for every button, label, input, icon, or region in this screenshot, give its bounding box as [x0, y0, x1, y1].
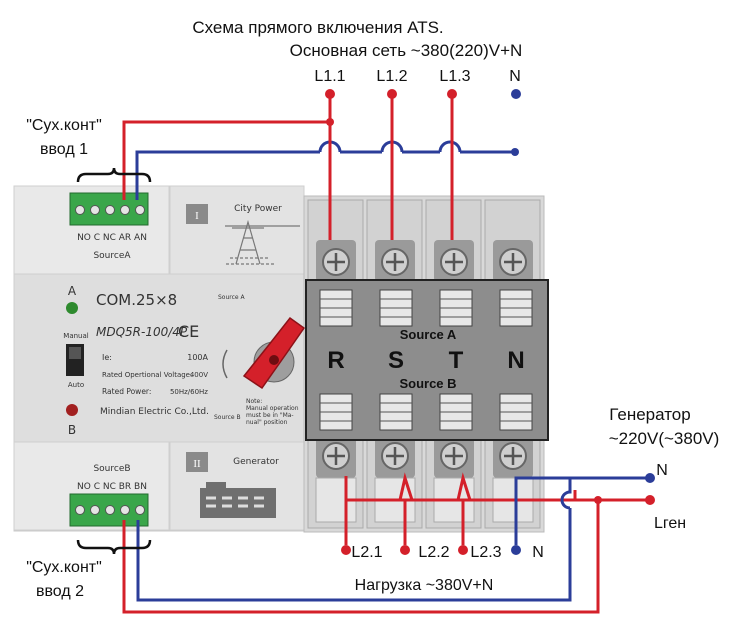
manual-handle[interactable] — [242, 316, 306, 390]
terminal-l21-dot — [341, 545, 351, 555]
city-power-label: City Power — [234, 204, 282, 214]
generator-l-label: Lген — [654, 515, 686, 532]
generator-neutral-wire — [136, 476, 650, 602]
main-network-label: Основная сеть ~380(220)V+N — [290, 41, 523, 60]
neutral-crossover-arcs — [318, 140, 462, 153]
source-a-label: SourceA — [93, 251, 131, 261]
indicator-a-label: A — [68, 284, 77, 298]
terminal-l23-dot — [458, 545, 468, 555]
auto-label: Auto — [68, 381, 84, 389]
indicator-b-label: B — [68, 423, 76, 437]
switch-slider — [69, 347, 81, 359]
manual-label: Manual — [63, 332, 88, 340]
indicator-a-led — [66, 302, 78, 314]
terminal-l22-dot — [400, 545, 410, 555]
ce-mark: CE — [178, 322, 199, 341]
terminal-l12-dot — [387, 89, 397, 99]
dry-contact-2-bracket — [76, 539, 152, 555]
dry-contact-2-line2: ввод 2 — [36, 583, 84, 600]
ats-device: Source A R S T N Source B — [13, 185, 549, 533]
indicator-b-led — [66, 404, 78, 416]
panel-ii-badge — [186, 452, 208, 472]
top-screws — [316, 240, 533, 282]
panel-i-badge — [186, 204, 208, 224]
terminal-l13-dot — [447, 89, 457, 99]
output-terminal-l21-label: L2.1 — [351, 544, 382, 561]
phase-s-label: S — [388, 347, 404, 374]
panel-ii-label: II — [193, 458, 201, 470]
phase-t-label: T — [449, 347, 464, 374]
terminal-dots — [325, 89, 655, 555]
input-terminal-l11-label: L1.1 — [314, 68, 345, 85]
generator-line2: ~220V(~380V) — [609, 429, 720, 448]
input-terminal-l12-label: L1.2 — [376, 68, 407, 85]
output-terminal-l23-label: L2.3 — [470, 544, 501, 561]
source-b-small-label: Source B — [214, 414, 241, 421]
spec-power-value: 50Hz/60Hz — [170, 388, 208, 396]
svg-text:must be in "Ma-: must be in "Ma- — [246, 412, 294, 419]
dry-contact-terminal-block-2 — [69, 493, 149, 527]
spec-voltage-label: Rated Opertional Voltage: — [102, 371, 192, 379]
dry-contact-terminal-block-1 — [69, 192, 149, 226]
model2-label: MDQ5R-100/4P — [96, 325, 188, 339]
spec-ie-value: 100A — [187, 353, 208, 362]
terminal-block-top-label: NO C NC AR AN — [77, 233, 147, 243]
window-source-b-label: Source B — [399, 376, 456, 391]
terminal-n-in-dot — [511, 89, 521, 99]
input-terminal-n-label: N — [509, 68, 521, 85]
dry-contact-1-bracket — [76, 167, 152, 183]
panel-i-label: I — [195, 210, 199, 222]
terminal-block-bottom-label: NO C NC BR BN — [77, 482, 147, 492]
generator-phase-wire — [122, 498, 650, 614]
generator-icon — [200, 482, 276, 518]
spec-ie-label: Ie: — [102, 353, 112, 362]
input-terminal-l13-label: L1.3 — [439, 68, 470, 85]
load-label: Нагрузка ~380V+N — [355, 577, 494, 594]
source-a-small-label: Source A — [218, 294, 246, 301]
diagram-title: Схема прямого включения ATS. — [192, 18, 443, 37]
dry-contact-1-line1: "Сух.конт" — [26, 117, 102, 134]
svg-text:Manual operation: Manual operation — [246, 405, 299, 412]
terminal-n-out-dot — [511, 545, 521, 555]
phase-n-label: N — [507, 347, 524, 374]
rotate-arrow-icon — [222, 349, 228, 379]
power-tower-icon — [225, 219, 300, 265]
terminal-gen-n-dot — [645, 473, 655, 483]
vent-lines — [320, 298, 532, 422]
source-b-label: SourceB — [93, 464, 130, 474]
bottom-screws — [316, 436, 533, 478]
dry-contact-1-line2: ввод 1 — [40, 141, 88, 158]
terminal-gen-l-dot — [645, 495, 655, 505]
terminal-l11-dot — [325, 89, 335, 99]
output-terminal-l22-label: L2.2 — [418, 544, 449, 561]
svg-text:Note:: Note: — [246, 398, 262, 405]
note-text: Note: Manual operation must be in "Ma- n… — [246, 398, 299, 426]
model-label: COM.25×8 — [96, 291, 177, 309]
maker-label: Mindian Electric Co.,Ltd. — [100, 407, 209, 417]
svg-text:nual" position: nual" position — [246, 419, 288, 426]
generator-panel-label: Generator — [233, 457, 279, 467]
spec-power-label: Rated Power: — [102, 387, 151, 396]
input-neutral-wire — [135, 150, 515, 200]
generator-n-label: N — [656, 462, 668, 479]
window-source-a-label: Source A — [400, 327, 457, 342]
generator-line1: Генератор — [609, 405, 690, 424]
dry-contact-2-line1: "Сух.конт" — [26, 559, 102, 576]
phase-r-label: R — [327, 347, 344, 374]
spec-voltage-value: 400V — [190, 371, 208, 379]
output-terminal-n-label: N — [532, 544, 544, 561]
